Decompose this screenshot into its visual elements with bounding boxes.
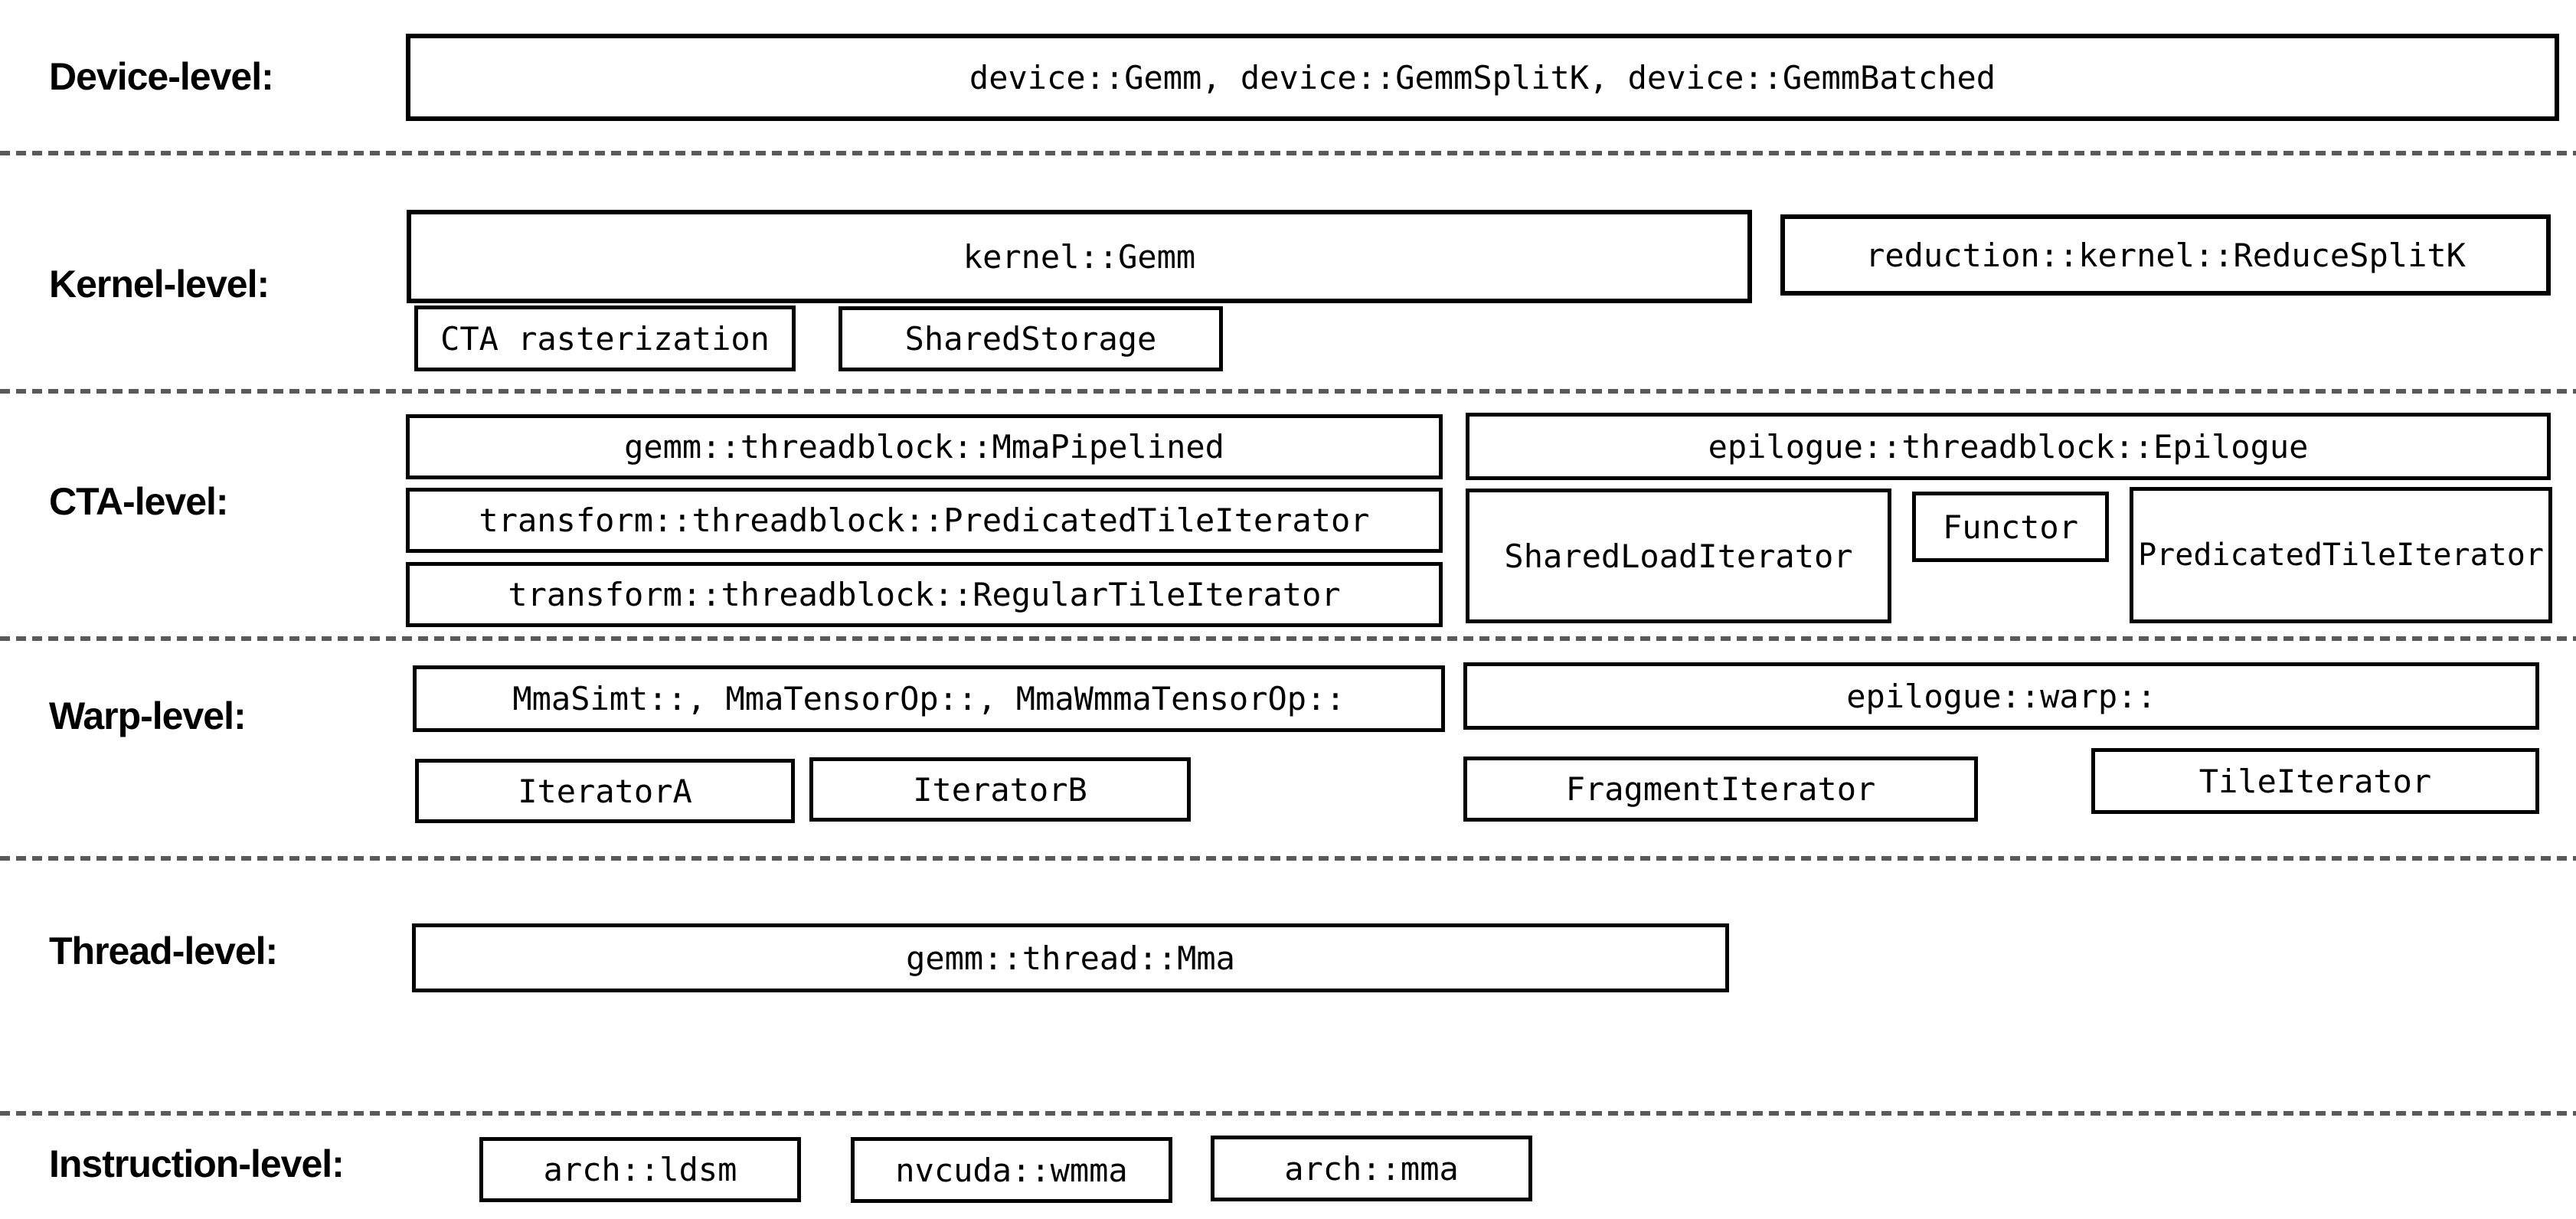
box-gemm-threadblock-mma-pipelined: gemm::threadblock::MmaPipelined (406, 414, 1443, 479)
box-cta-rasterization: CTA rasterization (414, 306, 796, 371)
level-label-device: Device-level: (49, 55, 274, 98)
box-arch-ldsm: arch::ldsm (479, 1137, 801, 1202)
box-epilogue-warp: epilogue::warp:: (1463, 662, 2539, 730)
level-label-instruction: Instruction-level: (49, 1142, 345, 1185)
box-warp-mma-variants: MmaSimt::, MmaTensorOp::, MmaWmmaTensorO… (413, 665, 1445, 732)
box-arch-mma: arch::mma (1211, 1136, 1532, 1201)
box-functor: Functor (1912, 492, 2109, 562)
box-transform-regular-tile-iterator: transform::threadblock::RegularTileItera… (406, 562, 1443, 627)
level-label-cta: CTA-level: (49, 480, 229, 523)
box-tile-iterator: TileIterator (2091, 748, 2539, 814)
box-nvcuda-wmma: nvcuda::wmma (851, 1137, 1172, 1203)
level-divider-3 (0, 636, 2576, 641)
box-kernel-gemm: kernel::Gemm (407, 210, 1752, 303)
box-shared-storage: SharedStorage (839, 306, 1223, 371)
box-shared-load-iterator: SharedLoadIterator (1466, 489, 1891, 623)
level-label-kernel: Kernel-level: (49, 263, 270, 306)
level-divider-2 (0, 389, 2576, 394)
box-iterator-b: IteratorB (809, 757, 1191, 822)
level-label-thread: Thread-level: (49, 930, 278, 972)
box-iterator-a: IteratorA (415, 759, 795, 823)
box-fragment-iterator: FragmentIterator (1463, 757, 1978, 822)
box-reduction-kernel-reduce-splitk: reduction::kernel::ReduceSplitK (1780, 214, 2551, 296)
box-epilogue-threadblock-epilogue: epilogue::threadblock::Epilogue (1466, 413, 2551, 480)
level-divider-5 (0, 1111, 2576, 1116)
box-transform-predicated-tile-iterator: transform::threadblock::PredicatedTileIt… (406, 488, 1443, 553)
box-epilogue-predicated-tile-iterator: PredicatedTileIterator (2130, 487, 2552, 623)
level-divider-4 (0, 856, 2576, 861)
level-label-warp: Warp-level: (49, 694, 247, 737)
level-divider-1 (0, 151, 2576, 155)
box-gemm-thread-mma: gemm::thread::Mma (412, 923, 1729, 992)
box-device-gemm-apis: device::Gemm, device::GemmSplitK, device… (406, 34, 2559, 121)
